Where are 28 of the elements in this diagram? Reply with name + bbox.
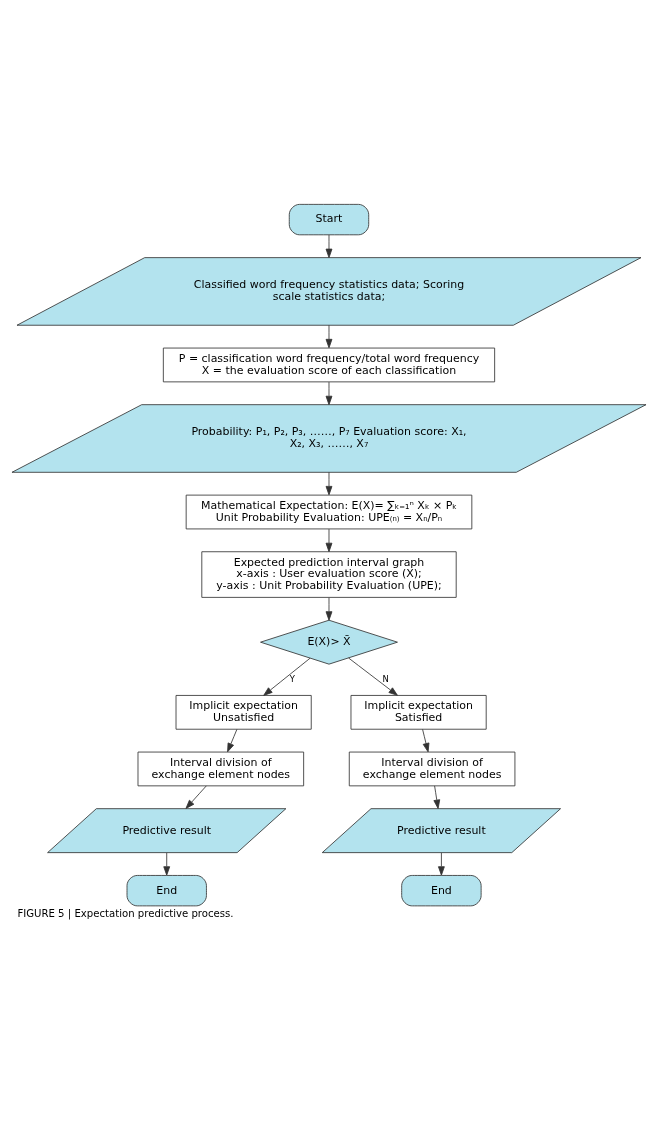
edge-label: N — [382, 673, 389, 684]
node-diamond: E(X)> X̄ — [260, 619, 398, 665]
edge-label: Y — [289, 673, 295, 684]
arrow — [263, 657, 311, 696]
node-box: End — [401, 875, 482, 907]
node-box: Implicit expectation Satisfied — [350, 695, 487, 730]
arrow — [325, 234, 333, 258]
arrow — [185, 785, 207, 809]
node-box: Start — [288, 203, 370, 236]
arrow — [438, 852, 445, 876]
node-box: End — [126, 875, 207, 907]
node-box: P = classification word frequency/total word frequency X = the evaluation score of each classification — [162, 347, 496, 383]
node-box: Interval division of exchange element nodes — [137, 751, 305, 787]
caption: FIGURE 5 | Expectation predictive process. — [17, 908, 234, 920]
node-box: Implicit expectation Unsatisfied — [175, 695, 312, 730]
arrow — [325, 324, 333, 349]
arrow — [325, 471, 333, 496]
arrow — [227, 728, 238, 753]
arrow — [325, 597, 333, 621]
node-box: Interval division of exchange element nodes — [348, 751, 516, 787]
arrow — [325, 381, 333, 406]
arrow — [348, 657, 398, 696]
arrow — [433, 785, 441, 809]
node-box: Mathematical Expectation: E(X)= ∑ₖ₌₁ⁿ Xₖ × Pₖ Unit Probability Evaluation: UPE₍ₙ₎ = Xₙ/Pₙ — [185, 494, 473, 530]
arrow — [422, 728, 430, 753]
arrow — [163, 852, 171, 876]
arrow — [325, 528, 333, 553]
node-box: Expected prediction interval graph x-axis : User evaluation score (X); y-axis : Unit Probability Evaluation (UPE); — [201, 551, 457, 598]
